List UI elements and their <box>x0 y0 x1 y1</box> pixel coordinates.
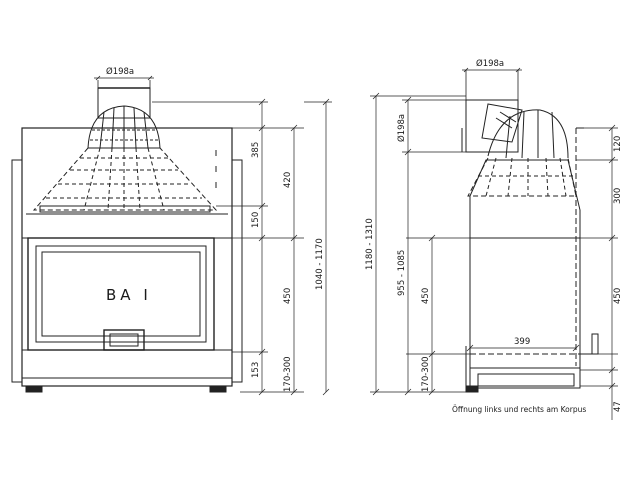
front-dim-1040-1170: 1040 - 1170 <box>315 238 325 290</box>
side-dim-955-1085: 955 - 1085 <box>397 250 407 296</box>
front-dim-450: 450 <box>283 288 293 304</box>
brand-label: BA I <box>106 286 152 304</box>
side-flue-diameter-side: Ø198a <box>396 114 407 142</box>
front-dim-420: 420 <box>283 172 293 188</box>
side-dim-lines-right <box>576 124 618 420</box>
front-flue-diameter: Ø198a <box>106 66 134 77</box>
casing-front <box>11 127 243 387</box>
front-flue-dimension <box>94 75 154 92</box>
casing-side <box>461 127 599 390</box>
door-handle <box>103 329 145 351</box>
side-dim-450-left: 450 <box>421 288 431 304</box>
side-depth-dimension <box>466 344 580 352</box>
front-dim-153: 153 <box>251 362 261 378</box>
front-dim-170-300: 170-300 <box>283 356 293 392</box>
front-dim-385: 385 <box>251 142 261 158</box>
side-flue-dimension-top <box>462 67 522 100</box>
side-dim-lines-left <box>370 92 470 396</box>
side-dim-450-right: 450 <box>613 288 623 304</box>
side-footnote: Öffnung links und rechts am Korpus <box>452 405 586 414</box>
base-front <box>21 377 233 393</box>
side-dim-170-300: 170-300 <box>421 356 431 392</box>
baffle-plate-front <box>26 205 228 215</box>
base-side <box>465 367 581 393</box>
side-dim-1180-1310: 1180 - 1310 <box>365 218 375 270</box>
flue-collar-side <box>465 99 523 153</box>
front-dim-lines <box>152 98 332 396</box>
front-dim-150: 150 <box>251 212 261 228</box>
dome-hood-front <box>32 105 218 211</box>
side-view <box>461 99 599 393</box>
side-dim-300: 300 <box>613 188 623 204</box>
side-dim-47: 47 <box>613 401 623 412</box>
front-view <box>11 87 243 393</box>
side-flue-diameter-top: Ø198a <box>476 58 504 69</box>
side-depth-399: 399 <box>514 337 530 347</box>
side-dim-120: 120 <box>613 136 623 152</box>
